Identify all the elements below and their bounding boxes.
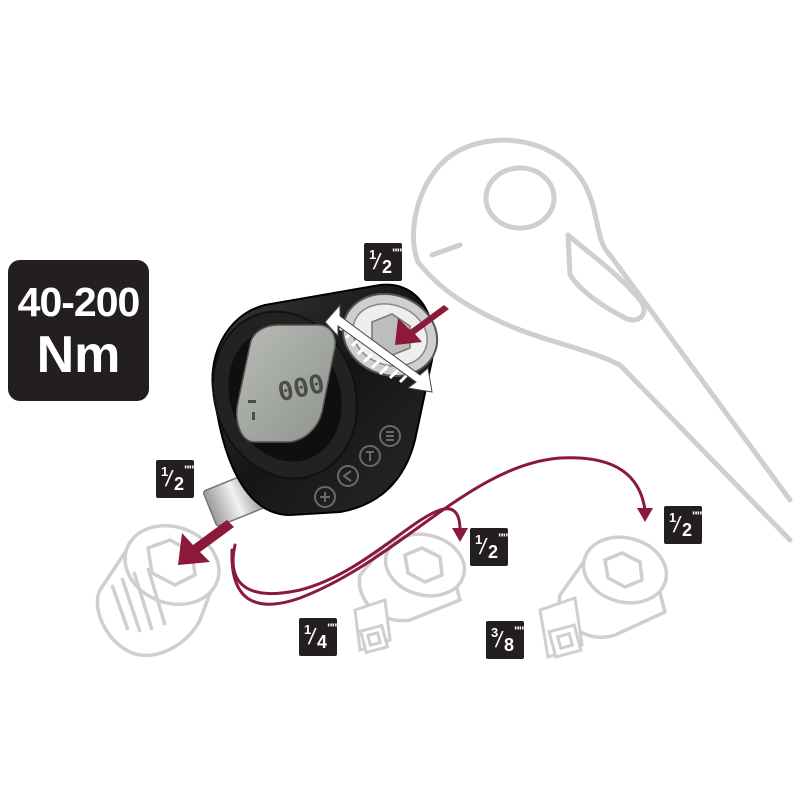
size-tag-numerator: 3: [491, 625, 499, 640]
size-tag-numerator: 1: [669, 510, 677, 525]
size-tag-denominator: 2: [488, 542, 499, 562]
size-tag-numerator: 1: [369, 247, 377, 262]
reducer-adapter-icon: [538, 595, 584, 660]
torque-range-value: 40-200: [17, 278, 141, 325]
size-tag-inch-mark: "": [184, 463, 194, 477]
size-tag-left-output: 1 / 2 "": [156, 460, 194, 498]
size-tag-adapter-three-eighths: 3 / 8 "": [486, 621, 524, 659]
size-tag-numerator: 1: [475, 532, 483, 547]
size-tag-denominator: 4: [317, 632, 328, 652]
torque-range-unit: Nm: [36, 325, 121, 384]
size-tag-denominator: 2: [174, 474, 185, 494]
digital-torque-adapter-icon: 000: [203, 283, 439, 527]
reducer-adapter-icon: [353, 597, 392, 655]
rotation-arrow-icon: [324, 303, 433, 393]
size-tag-denominator: 2: [382, 257, 393, 277]
size-tag-inch-mark: "": [514, 624, 524, 638]
size-tag-numerator: 1: [304, 622, 312, 637]
size-tag-top-input: 1 / 2 "": [364, 243, 402, 281]
wrench-outline-icon: [410, 137, 793, 543]
arrow-icon: [230, 456, 647, 606]
size-tag-denominator: 2: [682, 520, 693, 540]
size-tag-middle-socket: 1 / 2 "": [470, 528, 508, 566]
size-tag-inch-mark: "": [392, 246, 402, 260]
arrow-icon: [178, 305, 449, 565]
size-tag-numerator: 1: [161, 464, 169, 479]
size-tag-inch-mark: "": [327, 621, 337, 635]
size-tag-denominator: 8: [504, 635, 515, 655]
socket-icon: [557, 535, 669, 639]
size-tag-adapter-quarter: 1 / 4 "": [299, 618, 337, 656]
arrow-icon: [452, 508, 653, 542]
size-tag-inch-mark: "": [692, 509, 702, 523]
torque-range-badge: 40-200 Nm: [8, 260, 149, 401]
size-tag-right-socket: 1 / 2 "": [664, 506, 702, 544]
size-tag-inch-mark: "": [498, 531, 508, 545]
